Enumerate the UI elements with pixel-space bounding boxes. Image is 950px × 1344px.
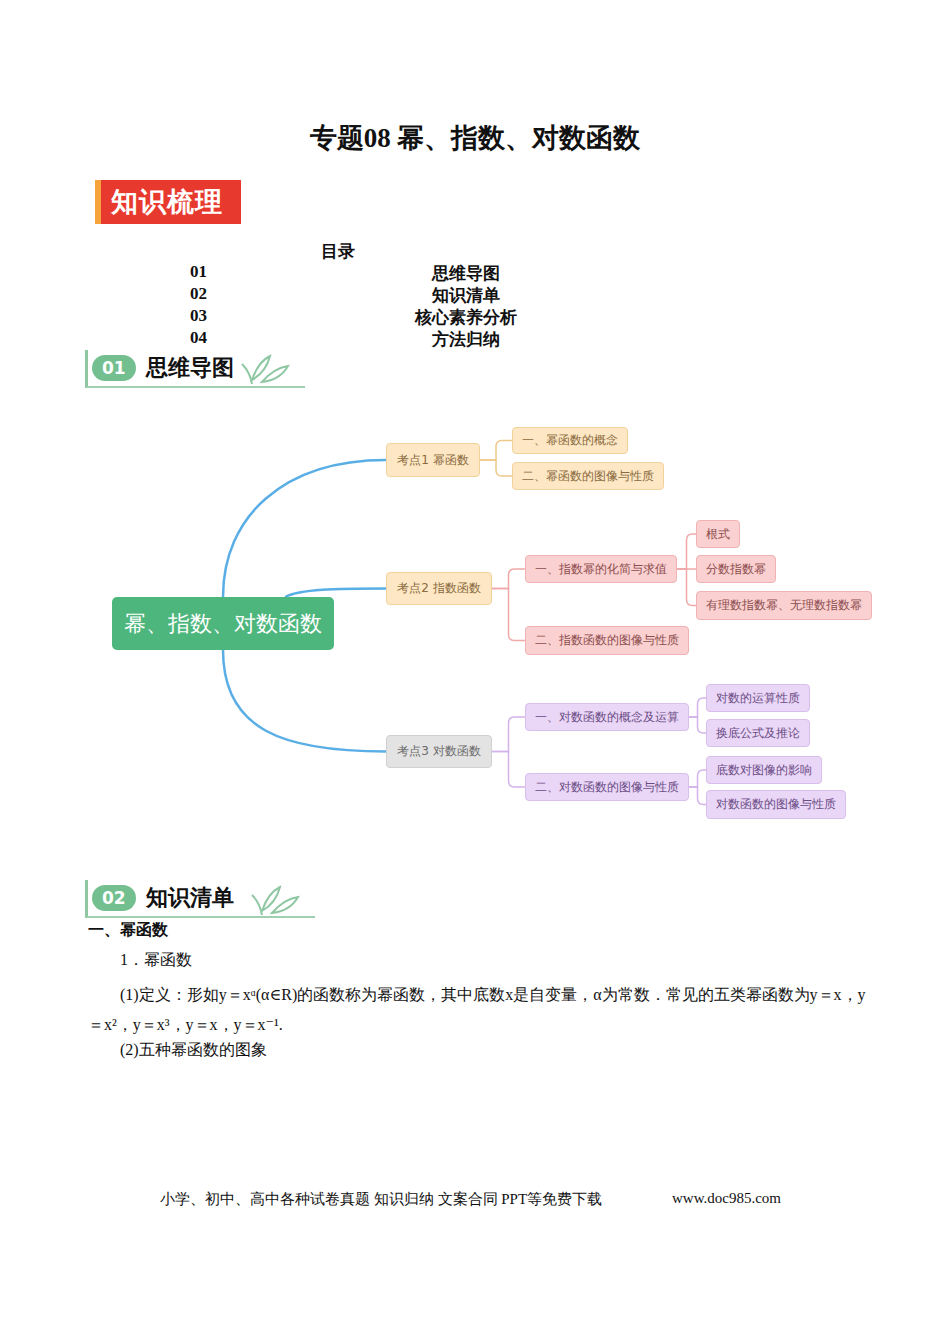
- node-label: 知识梳理: [111, 184, 223, 220]
- body-text: 一、幂函数: [88, 920, 168, 941]
- node-label: 考点2 指数函数: [397, 580, 480, 597]
- footer-text: 小学、初中、高中各种试卷真题 知识归纳 文案合同 PPT等免费下载: [160, 1190, 602, 1209]
- toc-entry: 04: [190, 328, 224, 348]
- body-text: (1)定义：形如y＝xᵅ(α∈R)的函数称为幂函数，其中底数x是自变量，α为常数…: [88, 980, 868, 1040]
- mindmap-branch: [492, 717, 525, 752]
- node-label: 二、指数函数的图像与性质: [535, 632, 679, 649]
- body-text: 1．幂函数: [120, 950, 192, 971]
- node-label: 一、指数幂的化简与求值: [535, 561, 667, 578]
- toc-entry: 思维导图: [366, 262, 566, 285]
- mindmap-node: 考点1 幂函数: [386, 443, 480, 477]
- toc-entry: 02: [190, 284, 224, 304]
- node-label: 分数指数幂: [706, 561, 766, 578]
- toc-entry: 方法归纳: [366, 328, 566, 351]
- mindmap-branch: [677, 569, 696, 606]
- mindmap-node: 二、指数函数的图像与性质: [525, 626, 689, 655]
- mindmap-node: 幂、指数、对数函数: [112, 597, 334, 650]
- mindmap-branch: [223, 650, 386, 752]
- section-header: 01 思维导图: [85, 350, 305, 388]
- mindmap-branch: [492, 752, 525, 788]
- mindmap-branch: [689, 787, 706, 805]
- page-title: 专题08 幂、指数、对数函数: [0, 120, 950, 156]
- section-number: 02: [92, 885, 136, 911]
- mindmap-node: 对数函数的图像与性质: [706, 790, 846, 819]
- toc-entry: 核心素养分析: [366, 306, 566, 329]
- node-label: 幂、指数、对数函数: [124, 609, 322, 639]
- mindmap-node: 考点2 指数函数: [386, 572, 492, 605]
- mindmap-node: 二、幂函数的图像与性质: [512, 462, 664, 490]
- section-number: 01: [92, 355, 136, 381]
- mindmap-node: 底数对图像的影响: [706, 756, 822, 784]
- section-banner: 知识梳理: [95, 180, 241, 224]
- node-label: 二、幂函数的图像与性质: [522, 468, 654, 485]
- node-label: 对数函数的图像与性质: [716, 796, 836, 813]
- body-text: (2)五种幂函数的图象: [120, 1040, 267, 1061]
- node-label: 二、对数函数的图像与性质: [535, 779, 679, 796]
- mindmap-node: 一、指数幂的化简与求值: [525, 555, 677, 583]
- mindmap-branch: [689, 770, 706, 787]
- node-label: 对数的运算性质: [716, 690, 800, 707]
- node-label: 一、对数函数的概念及运算: [535, 709, 679, 726]
- mindmap-branch: [689, 717, 706, 733]
- mindmap-node: 换底公式及推论: [706, 719, 810, 747]
- node-label: 考点3 对数函数: [397, 743, 480, 760]
- node-label: 底数对图像的影响: [716, 762, 812, 779]
- mindmap-node: 对数的运算性质: [706, 684, 810, 712]
- footer-text: www.doc985.com: [672, 1190, 781, 1207]
- section-name: 思维导图: [146, 353, 234, 383]
- toc-entry: 03: [190, 306, 224, 326]
- mindmap-branch: [223, 460, 386, 597]
- mindmap-branch: [677, 534, 696, 569]
- mindmap-branch: [492, 589, 525, 641]
- node-label: 换底公式及推论: [716, 725, 800, 742]
- node-label: 根式: [706, 526, 730, 543]
- mindmap-node: 根式: [696, 520, 740, 548]
- mindmap-branch: [480, 460, 512, 476]
- section-header: 02 知识清单: [85, 880, 315, 918]
- mindmap-branch: [480, 441, 512, 461]
- mindmap-node: 分数指数幂: [696, 555, 776, 583]
- node-label: 考点1 幂函数: [397, 452, 468, 469]
- toc-entry: 知识清单: [366, 284, 566, 307]
- mindmap-node: 有理数指数幂、无理数指数幂: [696, 591, 872, 620]
- mindmap-branch: [285, 589, 386, 598]
- mindmap-node: 一、对数函数的概念及运算: [525, 703, 689, 731]
- mindmap-node: 一、幂函数的概念: [512, 427, 628, 454]
- toc-entry: 目录: [300, 240, 376, 263]
- mindmap-node: 考点3 对数函数: [386, 735, 492, 768]
- mindmap-branch: [689, 698, 706, 717]
- section-name: 知识清单: [146, 883, 234, 913]
- mindmap-branch: [492, 569, 525, 589]
- node-label: 有理数指数幂、无理数指数幂: [706, 597, 862, 614]
- toc-entry: 01: [190, 262, 224, 282]
- mindmap-node: 二、对数函数的图像与性质: [525, 773, 689, 801]
- node-label: 一、幂函数的概念: [522, 432, 618, 449]
